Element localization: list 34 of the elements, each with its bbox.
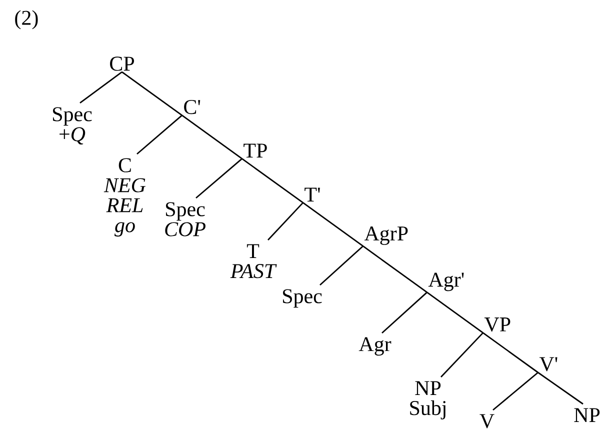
tree-branch bbox=[268, 202, 304, 240]
tree-node-label: NP Subj bbox=[410, 381, 446, 420]
tree-branch bbox=[80, 71, 122, 104]
tree-branch bbox=[426, 292, 484, 334]
example-number: (2) bbox=[15, 10, 38, 30]
tree-branch bbox=[362, 246, 428, 293]
tree-branch bbox=[122, 71, 182, 116]
tree-node-label: T PAST bbox=[230, 244, 277, 278]
tree-node-label: Spec COP bbox=[165, 202, 206, 236]
tree-node-label: TP bbox=[244, 144, 267, 158]
tree-node-label: Spec +Q bbox=[53, 107, 92, 144]
tree-branch bbox=[196, 158, 242, 199]
tree-node-label: CP bbox=[110, 56, 134, 71]
tree-branch bbox=[136, 114, 182, 155]
tree-node-label: V' bbox=[539, 357, 558, 372]
tree-branch bbox=[382, 292, 428, 334]
tree-branch bbox=[320, 246, 364, 286]
tree-node-label: C' bbox=[184, 100, 200, 114]
tree-node-label: Spec bbox=[283, 289, 322, 308]
tree-node-label: AgrP bbox=[364, 226, 408, 245]
tree-node-label: Agr' bbox=[428, 272, 464, 292]
tree-node-label: VP bbox=[484, 318, 510, 332]
tree-branch bbox=[302, 202, 364, 247]
tree-branch bbox=[242, 158, 304, 204]
tree-branch bbox=[440, 332, 484, 378]
tree-node-label: Agr bbox=[358, 337, 392, 356]
tree-branch bbox=[182, 114, 242, 160]
tree-node-label: C NEG REL go bbox=[104, 158, 146, 237]
tree-node-label: V bbox=[480, 414, 494, 428]
tree-node-label: T' bbox=[304, 188, 320, 202]
tree-branch bbox=[482, 332, 538, 374]
tree-branch bbox=[538, 372, 584, 405]
tree-branch bbox=[492, 372, 538, 411]
tree-node-label: NP bbox=[574, 408, 600, 422]
